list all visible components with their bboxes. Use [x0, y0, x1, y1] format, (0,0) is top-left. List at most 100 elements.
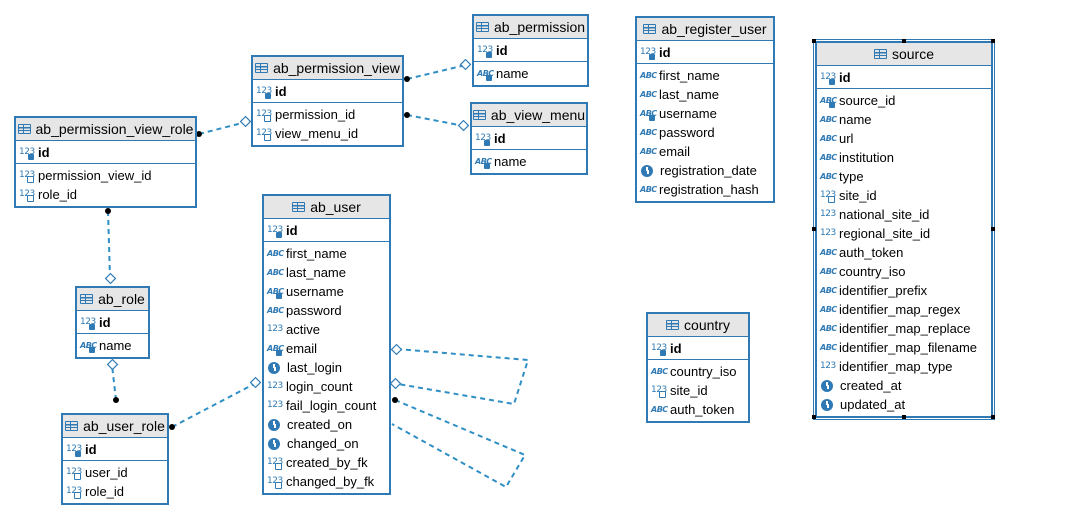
link-permission-view-role-to-role[interactable] [107, 210, 111, 279]
entity-header[interactable]: source [817, 43, 991, 66]
numeric-type-icon: 123 [256, 85, 272, 99]
column-row[interactable]: created_at [817, 376, 991, 395]
column-name: regional_site_id [839, 226, 931, 241]
link-permission-view-role-to-permission-view[interactable] [198, 121, 247, 135]
link-user-self-1[interactable] [396, 348, 530, 406]
selection-handle[interactable] [812, 415, 816, 419]
column-row[interactable]: last_login [264, 358, 389, 377]
column-row[interactable]: created_on [264, 415, 389, 434]
column-row[interactable]: updated_at [817, 395, 991, 414]
entity-header[interactable]: ab_role [77, 288, 148, 311]
column-row[interactable]: changed_on [264, 434, 389, 453]
column-row[interactable]: registration_date [637, 161, 773, 180]
entity-header[interactable]: ab_permission_view [253, 57, 402, 80]
column-name: role_id [85, 484, 125, 499]
selection-handle[interactable] [902, 39, 906, 43]
selection-handle[interactable] [991, 227, 995, 231]
link-user-role-to-role[interactable] [111, 364, 117, 401]
entity-header[interactable]: ab_user [264, 196, 389, 219]
text-type-icon: ABC [651, 404, 668, 414]
entity-header[interactable]: country [648, 314, 748, 337]
link-permission-view-to-view-menu[interactable] [406, 114, 465, 127]
entity-header[interactable]: ab_permission [474, 16, 587, 39]
entity-header[interactable]: ab_view_menu [472, 104, 586, 127]
link-user-role-to-user[interactable] [171, 382, 257, 428]
link-permission-view-to-permission[interactable] [406, 64, 467, 80]
selection-handle[interactable] [902, 415, 906, 419]
entity-header[interactable]: ab_register_user [637, 18, 773, 41]
column-name: id [286, 223, 298, 238]
entity-header[interactable]: ab_permission_view_role [16, 118, 195, 141]
selection-handle[interactable] [812, 39, 816, 43]
selection-handle[interactable] [991, 39, 995, 43]
selection-handle[interactable] [812, 227, 816, 231]
entity-header[interactable]: ab_user_role [63, 415, 167, 438]
link-user-self-2[interactable] [391, 399, 527, 489]
selection-handle[interactable] [991, 415, 995, 419]
